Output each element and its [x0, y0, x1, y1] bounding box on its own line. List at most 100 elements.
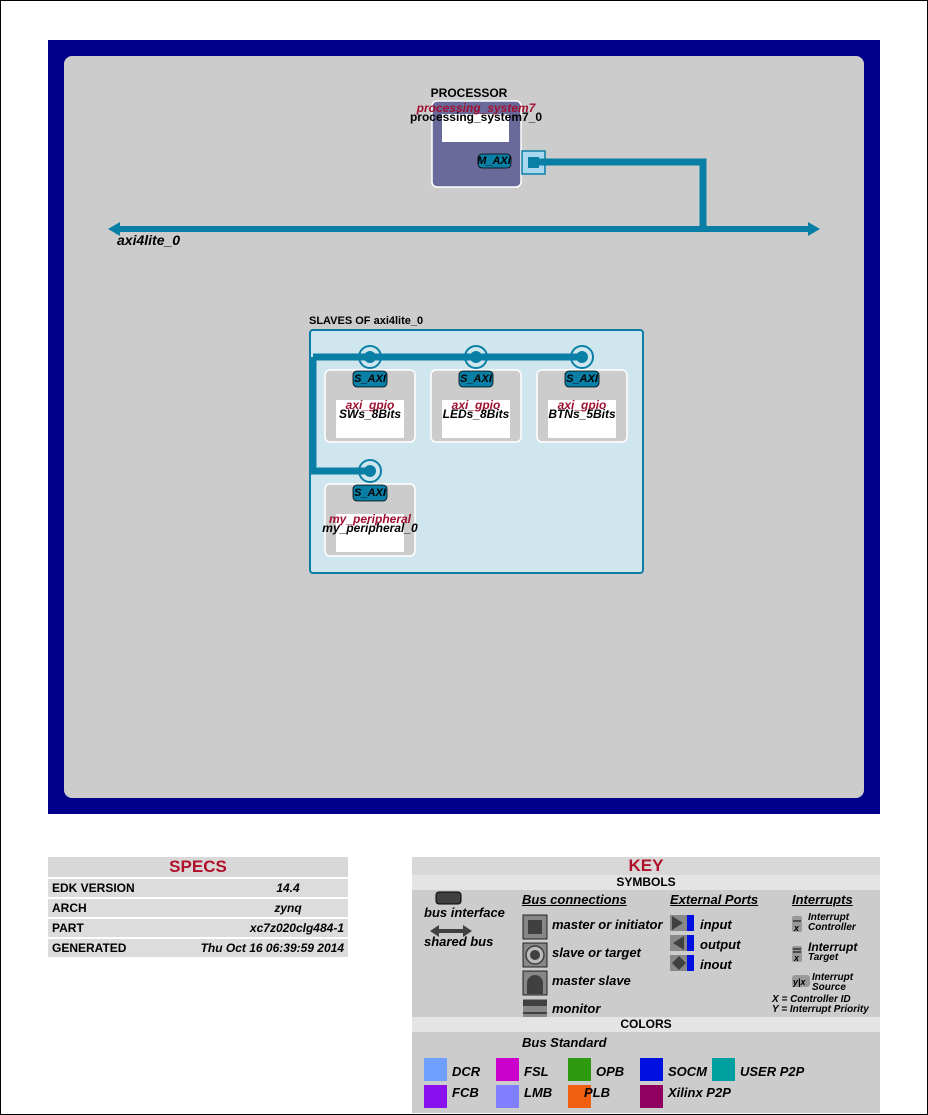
color-swatch-user-p2p: [712, 1058, 735, 1081]
controller-id-note: X = Controller ID: [772, 994, 851, 1005]
color-label: DCR: [452, 1064, 481, 1079]
slave-connector-dot: [576, 351, 588, 363]
specs-key: PART: [52, 921, 84, 935]
processor-port-label: M_AXI: [477, 155, 511, 167]
output-port-icon: [670, 935, 694, 951]
interrupt-controller-icon: [792, 916, 802, 932]
slave-type-label: axi_gpio: [451, 398, 501, 412]
slave-type-label: axi_gpio: [557, 398, 607, 412]
color-label: FSL: [524, 1064, 549, 1079]
master-connector-core: [528, 157, 539, 168]
color-label: FCB: [452, 1085, 479, 1100]
slave-port-shape[interactable]: [458, 370, 494, 388]
color-label: SOCM: [668, 1064, 707, 1079]
colors-header: COLORS: [412, 1017, 880, 1032]
interrupt-controller-mark: x: [794, 923, 800, 933]
slave-connector-ring[interactable]: [464, 345, 488, 369]
key-panel: KEY SYMBOLS: [412, 857, 880, 1113]
bus-interface-label: bus interface: [424, 905, 505, 920]
processor-instance-label: processing_system7_0: [409, 110, 543, 124]
specs-key: EDK VERSION: [52, 881, 135, 895]
monitor-icon: [523, 999, 547, 1017]
slave-port-shape[interactable]: [352, 484, 388, 502]
interrupt-source-mark: y|x: [793, 977, 806, 987]
color-swatch-lmb: [496, 1085, 519, 1108]
slaves-group-title: SLAVES OF axi4lite_0: [309, 315, 424, 327]
processor-inner-box: [442, 114, 509, 142]
color-label: PLB: [584, 1085, 610, 1100]
specs-value: Thu Oct 16 06:39:59 2014: [200, 941, 344, 955]
slave-connector-dot: [364, 465, 376, 477]
interrupt-target-label: Interrupt: [808, 940, 858, 954]
external-ports-header: External Ports: [670, 892, 759, 907]
symbols-header: SYMBOLS: [412, 875, 880, 890]
input-port-icon: [670, 915, 694, 931]
specs-key: ARCH: [52, 901, 87, 915]
bus-arrow-left: [108, 222, 120, 236]
slave-inner-box: [548, 400, 616, 438]
slave-connector-dot: [470, 351, 482, 363]
slave-connector-ring[interactable]: [570, 345, 594, 369]
processor-header: PROCESSOR: [430, 86, 508, 100]
slave-instance-label: BTNs_5Bits: [548, 407, 616, 421]
external-port-label: input: [700, 917, 732, 932]
inout-port-icon: [670, 955, 694, 971]
slave-port-label: S_AXI: [566, 373, 598, 385]
shared-bus-label: shared bus: [424, 934, 494, 949]
specs-value: xc7z020clg484-1: [249, 921, 344, 935]
specs-value: zynq: [274, 901, 302, 915]
bus-connection-label: slave or target: [552, 945, 641, 960]
external-port-label: output: [700, 937, 741, 952]
slave-port-label: S_AXI: [354, 373, 386, 385]
slave-port-shape[interactable]: [564, 370, 600, 388]
bus-connection-label: master slave: [552, 973, 631, 988]
specs-key: GENERATED: [52, 941, 127, 955]
bus-interface-icon: [435, 891, 462, 905]
color-label: LMB: [524, 1085, 553, 1100]
slave-inner-box: [336, 400, 404, 438]
color-label: Xilinx P2P: [668, 1085, 731, 1100]
slave-instance-label: LEDs_8Bits: [442, 407, 510, 421]
specs-row: EDK VERSION 14.4: [48, 879, 348, 897]
key-symbols-graphics: [430, 891, 810, 1017]
slave-type-label: my_peripheral: [328, 512, 412, 526]
color-swatch-opb: [568, 1058, 591, 1081]
slave-inner-box: [442, 400, 510, 438]
processor-port-shape[interactable]: [477, 153, 512, 169]
processor-type-label: processing_system7: [416, 101, 536, 115]
specs-row: ARCH zynq: [48, 899, 348, 917]
slave-inner-box: [336, 514, 404, 552]
color-swatch-fsl: [496, 1058, 519, 1081]
interrupt-target-label: Target: [808, 952, 839, 963]
specs-row: GENERATED Thu Oct 16 06:39:59 2014: [48, 939, 348, 957]
interrupt-target-mark: x: [794, 953, 800, 963]
shared-bus-icon: [430, 925, 472, 937]
interrupt-target-icon: [792, 946, 802, 962]
master-icon: [522, 914, 548, 940]
specs-row: PART xc7z020clg484-1: [48, 919, 348, 937]
bus-connections-header: Bus connections: [522, 892, 627, 907]
color-swatch-xilinx-p2p: [640, 1085, 663, 1108]
slave-connector-ring[interactable]: [358, 459, 382, 483]
interrupt-controller-label: Controller: [808, 922, 856, 933]
key-title: KEY: [412, 857, 880, 875]
diagram-graphics: [108, 100, 820, 574]
master-slave-icon: [522, 970, 548, 996]
bus-name-label: axi4lite_0: [117, 232, 181, 248]
slaves-bus-link: [309, 353, 582, 475]
specs-value: 14.4: [276, 881, 300, 895]
bus-standard-label: Bus Standard: [522, 1035, 607, 1050]
slave-port-shape[interactable]: [352, 370, 388, 388]
slave-instance-label: my_peripheral_0: [322, 521, 418, 535]
specs-table: SPECS EDK VERSION 14.4 ARCH zynq PART xc…: [48, 857, 348, 957]
slave-connector-ring[interactable]: [358, 345, 382, 369]
slave-port-label: S_AXI: [354, 487, 386, 499]
bus-connection-label: monitor: [552, 1001, 601, 1016]
color-swatch-dcr: [424, 1058, 447, 1081]
interrupts-header: Interrupts: [792, 892, 853, 907]
interrupt-controller-label: Interrupt: [808, 912, 850, 923]
interrupt-source-icon: [792, 975, 810, 987]
slave-connector-dot: [364, 351, 376, 363]
slave-port-label: S_AXI: [460, 373, 492, 385]
bus-arrow-right: [808, 222, 820, 236]
